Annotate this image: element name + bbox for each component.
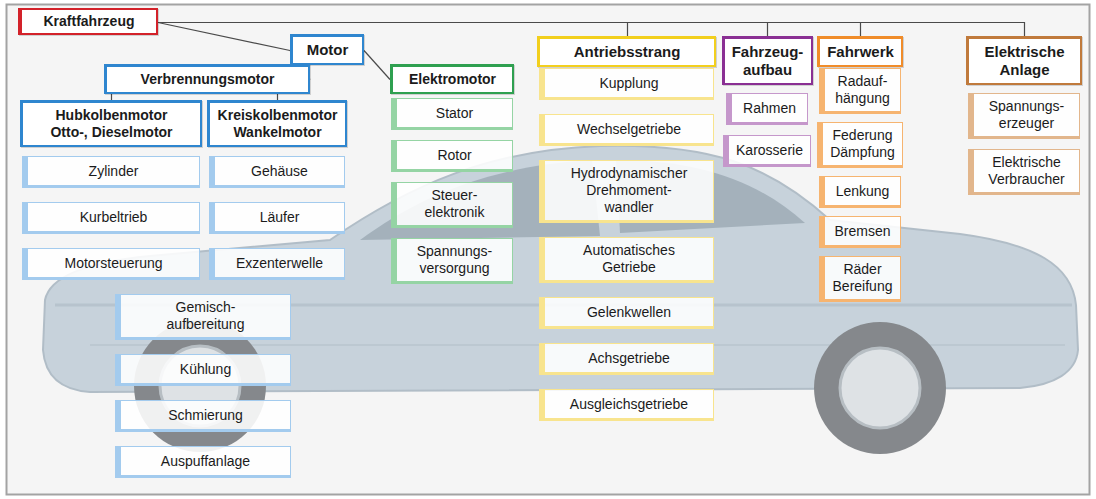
node-text: Elektrische Verbraucher (988, 154, 1064, 188)
car-wheel (814, 322, 946, 454)
subcategory-box: KreiskolbenmotorWankelmotor (207, 100, 347, 147)
component-box: Motorsteuerung (22, 248, 200, 280)
component-box: Schmierung (115, 400, 291, 432)
node-text: Antriebsstrang (574, 43, 681, 61)
subcategory-box: HubkolbenmotorOtto-, Dieselmotor (20, 100, 202, 147)
connector-line (158, 23, 628, 37)
connector-line (364, 51, 390, 80)
node-text: Räder Bereifung (833, 261, 893, 295)
component-box: Läufer (209, 202, 345, 234)
node-text: Otto-, Dieselmotor (50, 124, 172, 141)
node-text: Federung Dämpfung (830, 127, 895, 161)
component-box: Kühlung (115, 354, 291, 386)
node-text: Spannungs- versorgung (417, 243, 493, 277)
component-box: Hydrodynamischer Drehmoment- wandler (539, 160, 714, 223)
node-text: Bremsen (834, 223, 890, 240)
node-text: Motor (307, 41, 349, 59)
category-box: Fahrwerk (817, 36, 903, 67)
node-text: Radauf- hängung (835, 73, 890, 107)
node-text: Elektromotor (409, 71, 496, 88)
node-text: Wechselgetriebe (577, 121, 681, 138)
connector-line (158, 23, 861, 37)
component-box: Kupplung (539, 68, 714, 100)
node-text: Kühlung (180, 361, 231, 378)
component-box: Ausgleichsgetriebe (539, 389, 714, 421)
node-text: Kurbeltrieb (80, 209, 148, 226)
car-rim (840, 348, 920, 428)
component-box: Radauf- hängung (819, 68, 901, 114)
node-text: Läufer (260, 209, 300, 226)
component-box: Wechselgetriebe (539, 114, 714, 146)
root-box: Kraftfahrzeug (18, 8, 158, 35)
node-text: Kraftfahrzeug (43, 13, 134, 30)
node-text: Zylinder (89, 163, 139, 180)
subcategory-box: Elektromotor (390, 64, 514, 94)
component-box: Gehäuse (209, 156, 345, 188)
node-text: Fahrzeug- aufbau (732, 43, 804, 79)
component-box: Elektrische Verbraucher (968, 149, 1080, 195)
component-box: Rahmen (726, 93, 808, 125)
component-box: Automatisches Getriebe (539, 237, 714, 283)
frame-panel (7, 5, 1090, 495)
subcategory-box: Verbrennungsmotor (104, 64, 310, 94)
node-text: Elektrische Anlage (984, 43, 1064, 79)
node-text: Karosserie (736, 142, 803, 159)
connector-line (158, 23, 1025, 37)
component-box: Achsgetriebe (539, 343, 714, 375)
node-text: Lenkung (836, 183, 890, 200)
node-text: Steuer- elektronik (425, 187, 485, 221)
node-text: Kreiskolbenmotor (218, 107, 338, 124)
component-box: Exzenterwelle (209, 248, 345, 280)
node-text: Gelenkwellen (587, 304, 671, 321)
component-box: Federung Dämpfung (817, 122, 903, 168)
component-box: Rotor (391, 140, 513, 172)
node-text: Ausgleichsgetriebe (570, 396, 688, 413)
node-text: Achsgetriebe (588, 350, 670, 367)
node-text: Rahmen (743, 100, 796, 117)
component-box: Räder Bereifung (819, 256, 901, 302)
component-box: Karosserie (723, 135, 811, 167)
node-text: Verbrennungsmotor (141, 71, 275, 88)
node-text: Motorsteuerung (64, 255, 162, 272)
component-box: Spannungs- erzeuger (968, 93, 1080, 139)
component-box: Steuer- elektronik (391, 182, 513, 228)
connector-line (158, 23, 768, 37)
component-box: Stator (391, 98, 513, 130)
node-text: Stator (436, 105, 473, 122)
component-box: Bremsen (819, 216, 901, 248)
node-text: Hubkolbenmotor (56, 107, 168, 124)
component-box: Lenkung (819, 176, 901, 208)
node-text: Wankelmotor (233, 124, 321, 141)
node-text: Auspuffanlage (161, 453, 250, 470)
node-text: Spannungs- erzeuger (989, 98, 1065, 132)
component-box: Auspuffanlage (115, 446, 291, 478)
connector-line (158, 23, 290, 51)
category-box: Elektrische Anlage (966, 36, 1082, 85)
category-box: Antriebsstrang (537, 36, 716, 67)
component-box: Gemisch- aufbereitung (115, 294, 291, 340)
node-text: Rotor (437, 147, 471, 164)
node-text: Schmierung (168, 407, 243, 424)
node-text: Automatisches Getriebe (583, 242, 675, 276)
node-text: Hydrodynamischer Drehmoment- wandler (571, 165, 688, 215)
node-text: Exzenterwelle (236, 255, 323, 272)
node-text: Fahrwerk (827, 43, 894, 61)
category-box: Fahrzeug- aufbau (722, 36, 813, 85)
component-box: Spannungs- versorgung (391, 238, 513, 284)
component-box: Kurbeltrieb (22, 202, 200, 234)
node-text: Gemisch- aufbereitung (167, 299, 245, 333)
component-box: Zylinder (22, 156, 200, 188)
component-box: Gelenkwellen (539, 297, 714, 329)
node-text: Kupplung (599, 75, 658, 92)
category-box: Motor (290, 34, 364, 65)
car-picture (43, 146, 1078, 454)
node-text: Gehäuse (251, 163, 308, 180)
